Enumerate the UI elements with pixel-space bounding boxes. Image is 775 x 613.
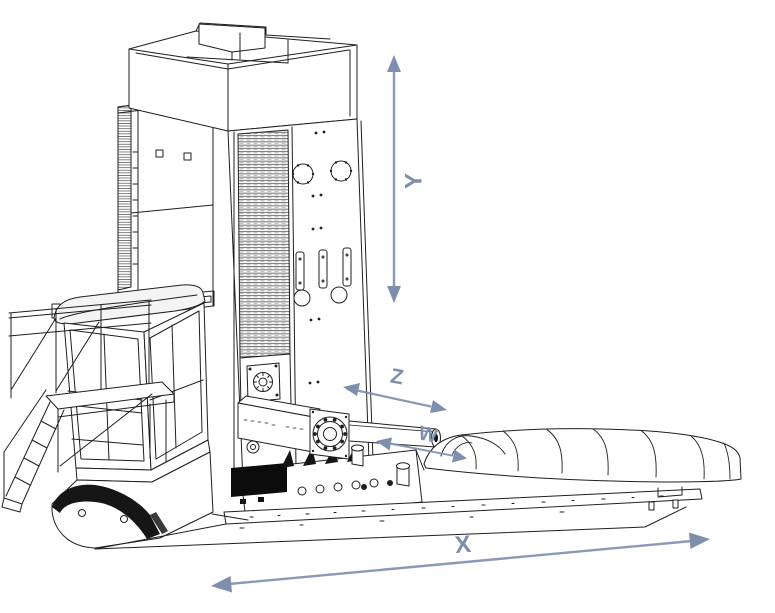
axis-arrows: Y Z W X: [211, 55, 710, 593]
x-axis-label: X: [454, 531, 472, 559]
rear-tower: [117, 94, 214, 319]
arrowhead-right: [430, 400, 447, 413]
arrowhead-right: [452, 449, 467, 463]
column-body: [227, 118, 374, 483]
w-axis-label: W: [416, 422, 439, 447]
spindle-flange: [309, 408, 350, 460]
bed-rail: [223, 488, 703, 525]
z-axis-label: Z: [389, 365, 406, 390]
stairs: [5, 401, 65, 505]
x-axis-arrow: X: [211, 531, 710, 593]
column-top-enclosure: [128, 22, 358, 132]
arrowhead-down: [387, 286, 401, 303]
arrowhead-left: [211, 576, 232, 593]
cable-hump: [440, 435, 506, 457]
z-axis-arrow: Z: [343, 365, 447, 413]
machine-line-drawing: [1, 22, 742, 550]
arrowhead-up: [387, 55, 401, 72]
bed-way-covers: [94, 428, 742, 550]
y-axis-way-cover: [237, 129, 291, 359]
arrowhead-right: [689, 532, 710, 549]
y-axis-label: Y: [401, 173, 428, 189]
arrowhead-left: [376, 437, 392, 451]
arrowhead-left: [343, 383, 360, 396]
y-axis-arrow: Y: [387, 55, 428, 303]
pedestal-arch-cover: [52, 484, 160, 539]
service-platform: [1, 299, 175, 513]
w-axis-arrow: W: [376, 422, 467, 463]
headstock-spindle: [237, 395, 441, 487]
